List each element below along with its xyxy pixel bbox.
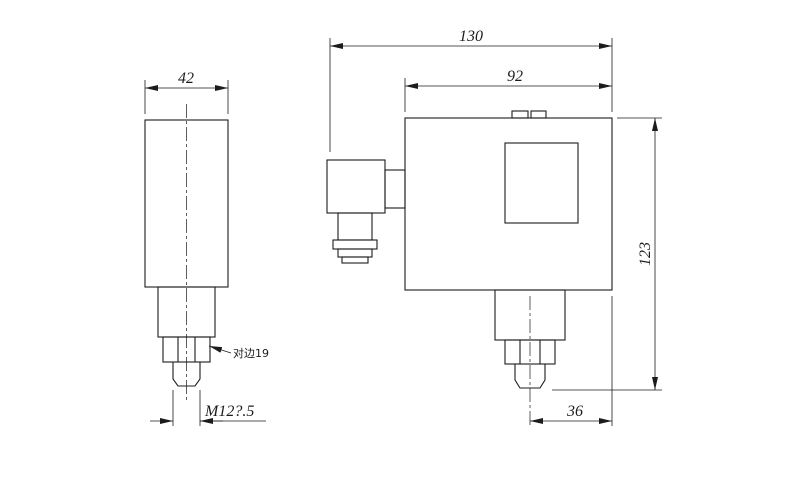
side-thread-stub [172, 361, 201, 387]
elbow-tip [341, 256, 369, 264]
dim-width-label: 42 [178, 70, 194, 87]
leader-line [208, 345, 232, 354]
dim-overall-130: 130 [329, 28, 613, 152]
dim-body-92: 92 [404, 68, 612, 112]
front-body-outline [404, 117, 613, 291]
top-tab [530, 110, 547, 119]
dim-overall-label: 130 [459, 28, 483, 45]
dim-height-label: 123 [637, 242, 654, 266]
elbow-connector [326, 159, 406, 264]
elbow-vertical-body [337, 212, 373, 241]
elbow-collar [384, 169, 406, 209]
front-window [504, 142, 579, 224]
dim-offset-36: 36 [530, 296, 613, 426]
pressure-connection [494, 289, 566, 426]
flats-leader: 对边19 [208, 345, 269, 360]
side-view: 42 对边19 M12?.5 [144, 70, 269, 426]
elbow-flange-ring [337, 248, 373, 258]
elbow-flange-ring [332, 239, 378, 250]
flats-note-label: 对边19 [233, 346, 269, 360]
front-thread-stub [514, 363, 546, 389]
dim-body-width-label: 92 [507, 68, 523, 85]
dim-thread: M12?.5 [150, 390, 266, 426]
dim-offset-label: 36 [566, 403, 583, 420]
elbow-horizontal-body [326, 159, 386, 214]
front-view: 130 92 [326, 28, 662, 426]
dim-width-42: 42 [144, 70, 229, 114]
top-tab [511, 110, 529, 119]
dim-thread-label: M12?.5 [204, 403, 254, 420]
dim-height-123: 123 [552, 117, 662, 391]
